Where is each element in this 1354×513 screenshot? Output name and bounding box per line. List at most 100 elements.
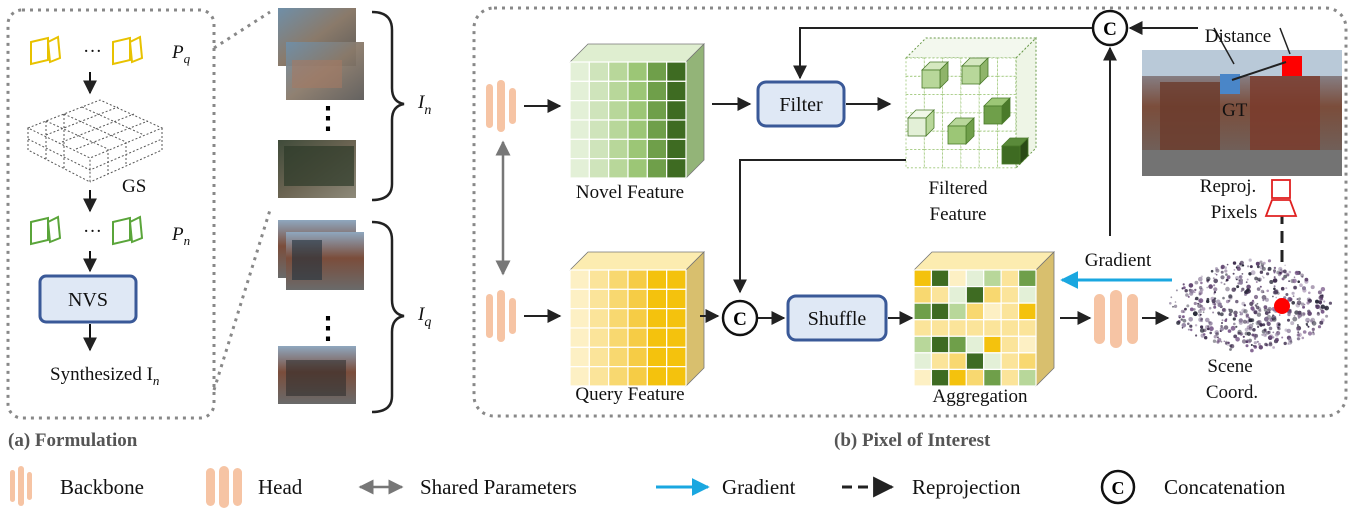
legend: Backbone Head Shared Parameters Gradient… bbox=[10, 466, 1286, 508]
cloud-point bbox=[1243, 304, 1247, 307]
filtered-cube-cell bbox=[905, 75, 925, 96]
cloud-point bbox=[1253, 310, 1258, 315]
novel-brace bbox=[371, 10, 405, 202]
query-cube-cell bbox=[627, 308, 648, 329]
filtered-block-front bbox=[983, 105, 1003, 125]
cloud-point bbox=[1249, 265, 1253, 269]
cloud-point bbox=[1262, 323, 1266, 327]
cloud-point bbox=[1303, 303, 1306, 306]
cloud-point bbox=[1302, 286, 1306, 291]
cloud-point bbox=[1241, 339, 1247, 344]
agg-cube-cell bbox=[913, 269, 933, 288]
cloud-point bbox=[1259, 260, 1263, 264]
pipeline-dashed-border bbox=[472, 6, 1348, 418]
cloud-point bbox=[1256, 265, 1260, 269]
query-cube-cell bbox=[608, 288, 629, 310]
cloud-point bbox=[1297, 316, 1300, 319]
zoom-connector-top bbox=[213, 10, 271, 50]
cloud-point bbox=[1310, 319, 1314, 323]
legend-concat-icon bbox=[1100, 469, 1136, 505]
agg-cube-cell bbox=[1017, 368, 1037, 387]
cloud-point bbox=[1307, 311, 1312, 316]
agg-cube-cell bbox=[1017, 269, 1037, 288]
cloud-point bbox=[1207, 325, 1210, 328]
novel-cube-cell bbox=[666, 138, 687, 160]
cloud-point bbox=[1173, 304, 1178, 308]
cloud-point bbox=[1198, 293, 1202, 296]
cloud-point bbox=[1302, 330, 1307, 334]
cloud-point bbox=[1283, 341, 1287, 346]
cloud-point bbox=[1213, 335, 1218, 339]
legend-reprojection-label: Reprojection bbox=[912, 475, 1021, 499]
filtered-cube-cell bbox=[960, 149, 980, 169]
agg-cube-cell bbox=[983, 269, 1002, 288]
cloud-point bbox=[1296, 328, 1299, 331]
scene-coord-label-1: Scene bbox=[1207, 356, 1252, 377]
cloud-point bbox=[1225, 278, 1229, 282]
cloud-point bbox=[1198, 298, 1204, 304]
cloud-point bbox=[1255, 320, 1261, 326]
agg-cube-cell bbox=[913, 335, 933, 354]
novel-cube-cell bbox=[608, 158, 629, 179]
cloud-point bbox=[1297, 331, 1300, 334]
cloud-point bbox=[1174, 301, 1177, 303]
query-cube-cell bbox=[666, 269, 687, 290]
scene-coord-label-2: Coord. bbox=[1206, 382, 1258, 403]
cloud-point bbox=[1235, 325, 1238, 328]
agg-cube-cell bbox=[930, 269, 950, 288]
cloud-point bbox=[1239, 260, 1244, 265]
cloud-point bbox=[1254, 345, 1257, 348]
concat-circle-bottom bbox=[721, 299, 759, 337]
filtered-feature-label-1: Filtered bbox=[928, 178, 988, 199]
cloud-point bbox=[1247, 340, 1251, 344]
cloud-point bbox=[1323, 300, 1326, 303]
cloud-point bbox=[1246, 288, 1250, 292]
cloud-point bbox=[1202, 333, 1206, 336]
formulation-panel: ··· Pq GS ··· Pn NVS Synthesized In bbox=[6, 8, 216, 420]
cloud-point bbox=[1261, 266, 1266, 271]
novel-vdots: ⋮ bbox=[313, 102, 343, 135]
agg-cube-cell bbox=[913, 352, 933, 371]
agg-cube-cell bbox=[948, 368, 967, 387]
agg-cube-cell bbox=[1017, 319, 1037, 337]
cloud-point bbox=[1289, 340, 1293, 343]
novel-cube-cell bbox=[569, 138, 590, 160]
agg-cube-cell bbox=[1017, 302, 1037, 321]
cloud-point bbox=[1246, 331, 1251, 336]
cloud-point bbox=[1182, 286, 1186, 290]
cloud-point bbox=[1212, 311, 1215, 314]
cloud-point bbox=[1306, 301, 1310, 305]
agg-cube-cell bbox=[965, 319, 985, 337]
query-cube-cell bbox=[646, 327, 668, 348]
agg-cube-cell bbox=[930, 285, 950, 304]
novel-cube-cell bbox=[569, 61, 590, 82]
cloud-point bbox=[1246, 284, 1251, 290]
agg-cube-cell bbox=[948, 335, 967, 354]
agg-cube-cell bbox=[983, 285, 1002, 304]
novel-camera-icon bbox=[30, 215, 144, 246]
cloud-point bbox=[1261, 333, 1264, 336]
cloud-point bbox=[1292, 295, 1295, 298]
distance-line bbox=[1231, 61, 1287, 81]
aggregation-cube bbox=[913, 251, 1055, 387]
cloud-point bbox=[1205, 317, 1210, 323]
agg-cube-cell bbox=[1000, 319, 1020, 337]
cloud-point bbox=[1204, 336, 1208, 340]
cloud-point bbox=[1251, 299, 1255, 302]
query-cube-cell bbox=[646, 269, 668, 290]
cloud-point bbox=[1268, 311, 1271, 314]
cloud-point bbox=[1287, 312, 1291, 317]
pq-label: Pq bbox=[171, 42, 191, 66]
novel-cube-cell bbox=[646, 80, 668, 102]
cloud-point bbox=[1301, 336, 1305, 340]
query-feature-label: Query Feature bbox=[575, 384, 684, 405]
cloud-point bbox=[1245, 281, 1248, 284]
filtered-feature-label-2: Feature bbox=[930, 204, 987, 225]
cloud-point bbox=[1236, 266, 1241, 271]
cloud-point bbox=[1199, 308, 1202, 311]
nvs-box bbox=[38, 274, 138, 324]
cloud-point bbox=[1301, 275, 1304, 278]
cloud-point bbox=[1280, 286, 1285, 291]
agg-cube-cell bbox=[1017, 335, 1037, 354]
cloud-point bbox=[1246, 320, 1250, 324]
